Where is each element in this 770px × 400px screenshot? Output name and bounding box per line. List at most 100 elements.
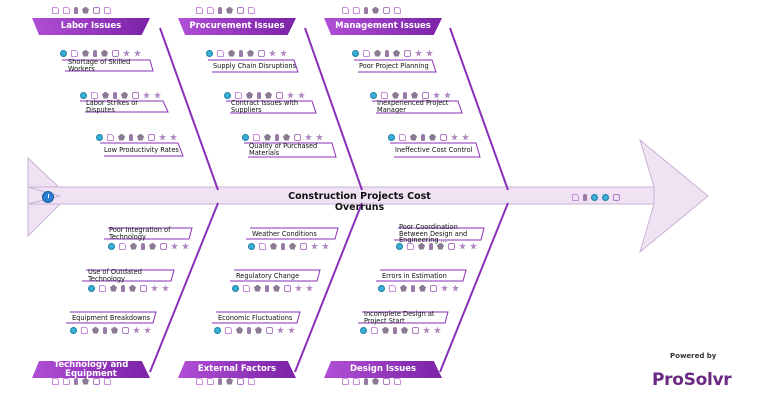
like-icon[interactable]	[151, 284, 158, 292]
like-icon[interactable]	[305, 133, 312, 141]
comment-icon[interactable]	[60, 49, 67, 57]
person-icon[interactable]	[93, 377, 100, 385]
attachment-icon[interactable]	[92, 326, 99, 334]
external-link-icon[interactable]	[71, 49, 78, 57]
document-icon[interactable]	[132, 91, 139, 99]
attachment-icon[interactable]	[392, 91, 399, 99]
cause-outdated-technology[interactable]: Use of Outdated Technology	[88, 268, 142, 283]
attachment-icon[interactable]	[82, 49, 89, 57]
external-link-icon[interactable]	[99, 284, 106, 292]
comment-icon[interactable]	[232, 284, 239, 292]
document-icon[interactable]	[248, 6, 255, 14]
document-icon[interactable]	[294, 133, 301, 141]
star-icon[interactable]	[154, 91, 161, 99]
bulb-icon[interactable]	[239, 49, 243, 57]
attachment-icon[interactable]	[110, 284, 117, 292]
attachment-icon[interactable]	[74, 6, 78, 14]
person-icon[interactable]	[429, 133, 436, 141]
person-icon[interactable]	[137, 133, 144, 141]
cause-errors-in-estimation[interactable]: Errors in Estimation	[382, 271, 447, 280]
star-icon[interactable]	[298, 91, 305, 99]
comment-icon[interactable]	[352, 49, 359, 57]
document-icon[interactable]	[430, 284, 437, 292]
attachment-icon[interactable]	[264, 133, 271, 141]
external-link-icon[interactable]	[381, 91, 388, 99]
like-icon[interactable]	[133, 326, 140, 334]
like-icon[interactable]	[459, 242, 466, 250]
attachment-icon[interactable]	[418, 242, 425, 250]
cause-contract-issues[interactable]: Contract Issues with Suppliers	[231, 99, 299, 114]
person-icon[interactable]	[273, 284, 280, 292]
document-icon[interactable]	[276, 91, 283, 99]
external-link-icon[interactable]	[353, 6, 360, 14]
external-link-icon[interactable]	[363, 49, 370, 57]
bulb-icon[interactable]	[82, 6, 89, 14]
star-icon[interactable]	[144, 326, 151, 334]
like-icon[interactable]	[159, 133, 166, 141]
cause-quality-of-materials[interactable]: Quality of Purchased Materials	[249, 142, 318, 157]
external-link-icon[interactable]	[81, 326, 88, 334]
person-icon[interactable]	[237, 6, 244, 14]
document-icon[interactable]	[112, 49, 119, 57]
comment-icon[interactable]	[388, 133, 395, 141]
person-icon[interactable]	[383, 6, 390, 14]
external-link-icon[interactable]	[63, 6, 70, 14]
attachment-icon[interactable]	[270, 242, 277, 250]
cause-shortage-of-skilled-workers[interactable]: Shortage of Skilled Workers	[68, 58, 131, 73]
like-icon[interactable]	[415, 49, 422, 57]
person-icon[interactable]	[591, 193, 598, 201]
person-icon[interactable]	[265, 91, 272, 99]
person-icon[interactable]	[401, 326, 408, 334]
cause-poor-project-planning[interactable]: Poor Project Planning	[359, 61, 429, 70]
person-icon[interactable]	[419, 284, 426, 292]
document-icon[interactable]	[394, 6, 401, 14]
attachment-icon[interactable]	[364, 377, 368, 385]
attachment-icon[interactable]	[102, 91, 109, 99]
bulb-icon[interactable]	[393, 326, 397, 334]
cause-ineffective-cost-control[interactable]: Ineffective Cost Control	[395, 145, 473, 154]
document-icon[interactable]	[140, 284, 147, 292]
like-icon[interactable]	[277, 326, 284, 334]
document-icon[interactable]	[266, 326, 273, 334]
bulb-icon[interactable]	[121, 284, 125, 292]
person-icon[interactable]	[411, 91, 418, 99]
attachment-icon[interactable]	[130, 242, 137, 250]
category-design-issues[interactable]: Design Issues	[324, 361, 442, 378]
like-icon[interactable]	[287, 91, 294, 99]
external-link-icon[interactable]	[259, 242, 266, 250]
external-link-icon[interactable]	[217, 49, 224, 57]
bulb-icon[interactable]	[226, 377, 233, 385]
attachment-icon[interactable]	[228, 49, 235, 57]
external-link-icon[interactable]	[253, 133, 260, 141]
external-link-icon[interactable]	[243, 284, 250, 292]
attachment-icon[interactable]	[74, 377, 78, 385]
like-icon[interactable]	[613, 193, 620, 201]
comment-icon[interactable]	[360, 326, 367, 334]
star-icon[interactable]	[452, 284, 459, 292]
comment-icon[interactable]	[70, 326, 77, 334]
person-icon[interactable]	[237, 377, 244, 385]
star-icon[interactable]	[182, 242, 189, 250]
category-procurement-issues[interactable]: Procurement Issues	[178, 18, 296, 35]
prosolvr-logo[interactable]: ProSolvr	[652, 370, 732, 390]
bulb-icon[interactable]	[257, 91, 261, 99]
attachment-icon[interactable]	[400, 284, 407, 292]
like-icon[interactable]	[123, 49, 130, 57]
bulb-icon[interactable]	[141, 242, 145, 250]
bulb-icon[interactable]	[429, 242, 433, 250]
person-icon[interactable]	[101, 49, 108, 57]
document-icon[interactable]	[148, 133, 155, 141]
document-icon[interactable]	[122, 326, 129, 334]
comment-icon[interactable]	[342, 6, 349, 14]
comment-icon[interactable]	[52, 377, 59, 385]
bulb-icon[interactable]	[583, 193, 587, 201]
attachment-icon[interactable]	[410, 133, 417, 141]
person-icon[interactable]	[393, 49, 400, 57]
attachment-icon[interactable]	[382, 326, 389, 334]
like-icon[interactable]	[143, 91, 150, 99]
bulb-icon[interactable]	[93, 49, 97, 57]
document-icon[interactable]	[284, 284, 291, 292]
category-management-issues[interactable]: Management Issues	[324, 18, 442, 35]
cause-incomplete-design[interactable]: Incomplete Design at Project Start	[364, 310, 435, 325]
comment-icon[interactable]	[342, 377, 349, 385]
